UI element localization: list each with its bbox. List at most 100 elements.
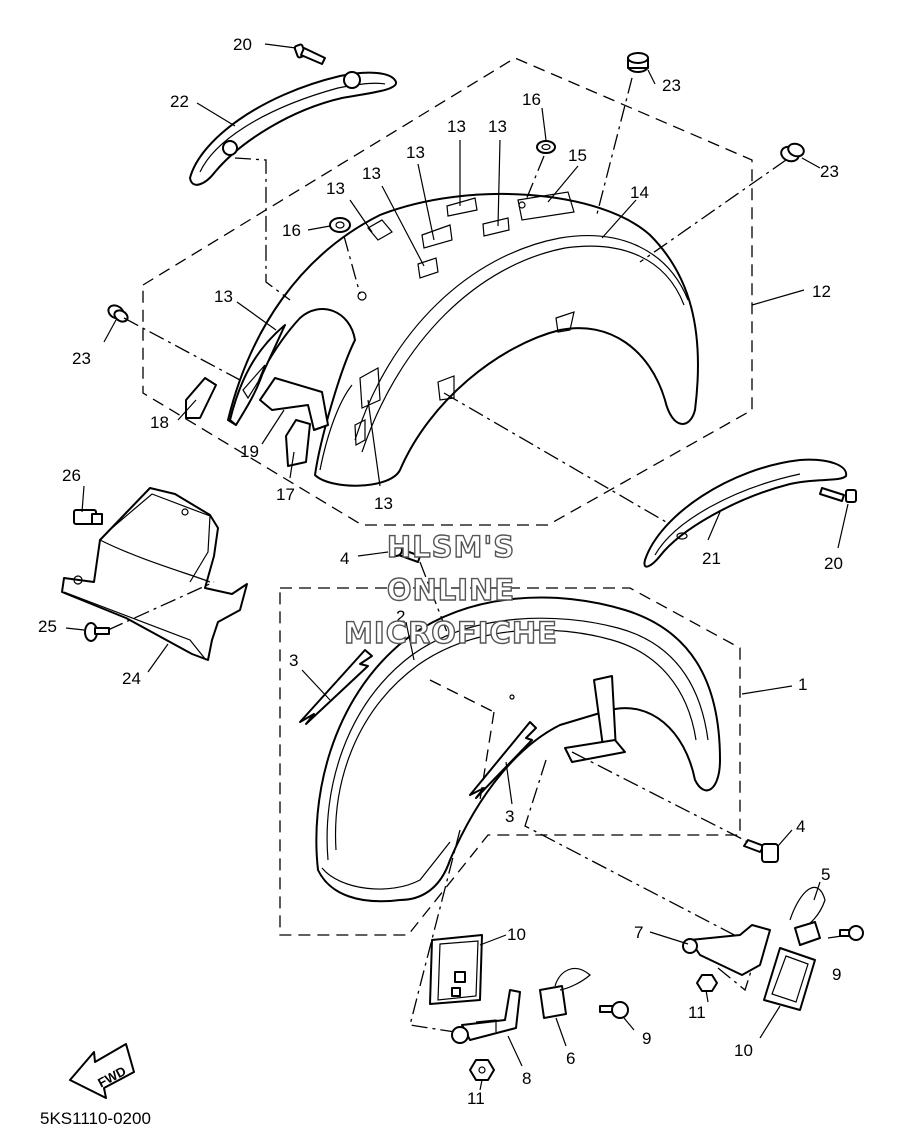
- bracket-24-hole: [181, 508, 189, 516]
- bracket-7: [682, 924, 771, 976]
- callout-15: 15: [568, 146, 587, 165]
- nut-11a: [469, 1059, 495, 1081]
- bolt-4a-axis: [419, 561, 451, 641]
- callout-1: 1: [798, 675, 807, 694]
- bolt-4a: [389, 543, 421, 563]
- watermark-line-3: MICROFICHE: [344, 616, 558, 650]
- clip-26: [73, 509, 103, 525]
- rivet-25: [84, 622, 110, 642]
- grab-rail-axis: [234, 157, 291, 301]
- washer-16a: [329, 217, 351, 233]
- bracket-24-hole-2: [73, 575, 83, 585]
- washer-16b: [536, 140, 556, 154]
- callout-23: 23: [820, 162, 839, 181]
- callout-13: 13: [406, 143, 425, 162]
- turn-signal-10b: [763, 947, 816, 1011]
- bracket-24-flange: [63, 591, 207, 661]
- rivet-25-axis: [107, 581, 215, 631]
- decal-3-left: [299, 649, 373, 725]
- part-19: [259, 377, 329, 431]
- callout-22: 22: [170, 92, 189, 111]
- decal-13: [421, 224, 453, 249]
- decal-hidden-edge: [429, 679, 495, 713]
- taillight-bracket-24: [61, 487, 248, 661]
- connector-5: [789, 887, 826, 946]
- grommet-23c: [107, 304, 129, 323]
- mount-axis-left: [409, 829, 461, 1033]
- part-18: [185, 377, 217, 419]
- diagram-code: 5KS1110-0200: [40, 1109, 151, 1128]
- callout-23: 23: [662, 76, 681, 95]
- bracket-8: [451, 989, 521, 1044]
- callout-5: 5: [821, 865, 830, 884]
- callout-3: 3: [289, 651, 298, 670]
- callout-11: 11: [467, 1089, 485, 1108]
- bolt-20-b: [819, 487, 857, 503]
- front-fender-hole: [509, 694, 515, 700]
- decal-hidden-edge-2: [479, 711, 495, 801]
- callout-13: 13: [362, 164, 381, 183]
- rear-fender-rib-2: [361, 245, 685, 453]
- decal-13-side: [229, 324, 286, 426]
- grab-rail-right-axis: [443, 392, 667, 523]
- grommet-axis-2: [639, 159, 787, 263]
- rear-fender-mount-tab: [555, 311, 575, 333]
- callout-16: 16: [522, 90, 541, 109]
- callout-12: 12: [812, 282, 831, 301]
- callout-6: 6: [566, 1049, 575, 1068]
- callout-8: 8: [522, 1069, 531, 1088]
- rear-fender-mount-tab-2: [437, 375, 455, 401]
- bolt-4b-axis: [571, 751, 749, 843]
- callout-25: 25: [38, 617, 57, 636]
- decal-13: [417, 257, 439, 279]
- front-fender-rim: [326, 617, 709, 861]
- callout-10: 10: [734, 1041, 753, 1060]
- callout-23: 23: [72, 349, 91, 368]
- callout-11: 11: [688, 1003, 706, 1022]
- decal-13: [359, 367, 381, 409]
- bolt-9a: [599, 1001, 629, 1019]
- callout-16: 16: [282, 221, 301, 240]
- callout-4: 4: [340, 549, 349, 568]
- callout-7: 7: [634, 923, 643, 942]
- callout-20: 20: [233, 35, 252, 54]
- callout-26: 26: [62, 466, 81, 485]
- turn-signal-10a: [429, 934, 483, 1005]
- washer-axis-2: [525, 155, 545, 201]
- decal-13: [354, 419, 366, 446]
- grab-rail-right-inner: [654, 473, 801, 556]
- watermark-line-1: HLSM'S: [387, 530, 515, 564]
- callout-13: 13: [447, 117, 466, 136]
- callout-9: 9: [642, 1029, 651, 1048]
- callout-21: 21: [702, 549, 721, 568]
- rear-fender: [227, 192, 699, 487]
- grommet-axis-1: [595, 77, 633, 219]
- connector-6: [539, 967, 591, 1019]
- callout-19: 19: [240, 442, 259, 461]
- callout-10: 10: [507, 925, 526, 944]
- hole-16a: [357, 291, 367, 301]
- bolt-4b: [743, 839, 779, 863]
- mount-axis-right-2: [717, 967, 753, 992]
- callout-18: 18: [150, 413, 169, 432]
- front-fender-bracket: [564, 739, 626, 763]
- front-fender-group-outline: [279, 587, 741, 936]
- grab-rail-right: [643, 458, 848, 568]
- mount-axis-right: [524, 759, 741, 939]
- decal-3-right: [469, 721, 537, 799]
- bolt-9b: [839, 925, 864, 941]
- front-fender-rim-2: [334, 629, 697, 851]
- decal-13: [367, 219, 393, 241]
- grab-rail-right-slot: [676, 532, 688, 540]
- part-17: [285, 419, 311, 467]
- washer-axis: [343, 235, 361, 295]
- rear-fender-inner-edge: [319, 384, 353, 471]
- grommet-23b: [780, 142, 805, 163]
- bolt-20: [293, 43, 326, 65]
- callout-9: 9: [832, 965, 841, 984]
- callout-20: 20: [824, 554, 843, 573]
- callout-13: 13: [214, 287, 233, 306]
- callout-13: 13: [488, 117, 507, 136]
- rear-fender-stripe: [242, 364, 266, 400]
